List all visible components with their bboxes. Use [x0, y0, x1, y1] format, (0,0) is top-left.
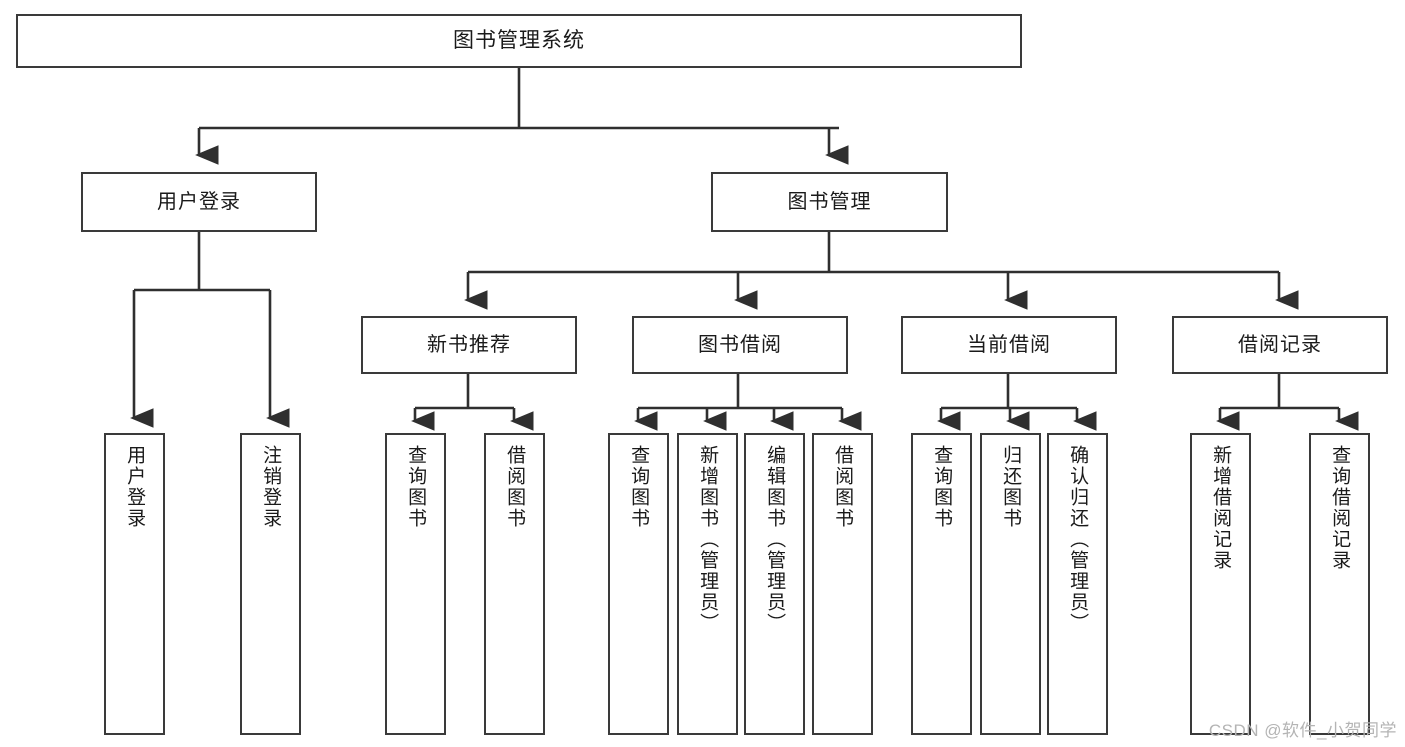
- watermark-text: CSDN @软件_小贺同学: [1208, 721, 1397, 740]
- node-leaf-query-borrow-record[interactable]: 查询借阅记录: [1309, 433, 1370, 735]
- node-leaf-add-book-admin[interactable]: 新增图书（管理员）: [677, 433, 738, 735]
- node-leaf-logout[interactable]: 注销登录: [240, 433, 301, 735]
- node-leaf-user-login[interactable]: 用户登录: [104, 433, 165, 735]
- node-leaf-borrow-book[interactable]: 借阅图书: [812, 433, 873, 735]
- node-label: 新增图书（管理员）: [697, 445, 719, 634]
- node-user-login[interactable]: 用户登录: [81, 172, 317, 232]
- node-root-book-management-system[interactable]: 图书管理系统: [16, 14, 1022, 68]
- node-label: 新书推荐: [427, 334, 511, 356]
- node-borrow-record[interactable]: 借阅记录: [1172, 316, 1388, 374]
- node-leaf-edit-book-admin[interactable]: 编辑图书（管理员）: [744, 433, 805, 735]
- node-label: 查询借阅记录: [1329, 445, 1351, 571]
- node-leaf-return-book[interactable]: 归还图书: [980, 433, 1041, 735]
- node-label: 图书管理: [787, 191, 872, 213]
- node-label: 新增借阅记录: [1210, 445, 1232, 571]
- node-book-borrow[interactable]: 图书借阅: [632, 316, 848, 374]
- node-label: 当前借阅: [967, 334, 1051, 356]
- node-label: 借阅图书: [504, 445, 526, 529]
- node-leaf-query-book-recommend[interactable]: 查询图书: [385, 433, 446, 735]
- node-leaf-add-borrow-record[interactable]: 新增借阅记录: [1190, 433, 1251, 735]
- node-label: 编辑图书（管理员）: [764, 445, 786, 634]
- node-label: 注销登录: [260, 445, 282, 529]
- node-new-book-recommend[interactable]: 新书推荐: [361, 316, 577, 374]
- node-label: 确认归还（管理员）: [1067, 445, 1089, 634]
- node-label: 用户登录: [157, 191, 241, 213]
- node-label: 图书管理系统: [453, 29, 585, 53]
- node-leaf-query-book-current[interactable]: 查询图书: [911, 433, 972, 735]
- node-leaf-query-book-borrow[interactable]: 查询图书: [608, 433, 669, 735]
- node-leaf-confirm-return-admin[interactable]: 确认归还（管理员）: [1047, 433, 1108, 735]
- node-current-borrow[interactable]: 当前借阅: [901, 316, 1117, 374]
- node-label: 查询图书: [628, 445, 650, 529]
- node-label: 查询图书: [405, 445, 427, 529]
- node-label: 图书借阅: [698, 334, 782, 356]
- node-label: 借阅图书: [832, 445, 854, 529]
- node-book-management[interactable]: 图书管理: [711, 172, 948, 232]
- node-leaf-borrow-book-recommend[interactable]: 借阅图书: [484, 433, 545, 735]
- node-label: 归还图书: [1000, 445, 1022, 529]
- node-label: 借阅记录: [1238, 334, 1322, 356]
- node-label: 用户登录: [124, 445, 146, 529]
- node-label: 查询图书: [931, 445, 953, 529]
